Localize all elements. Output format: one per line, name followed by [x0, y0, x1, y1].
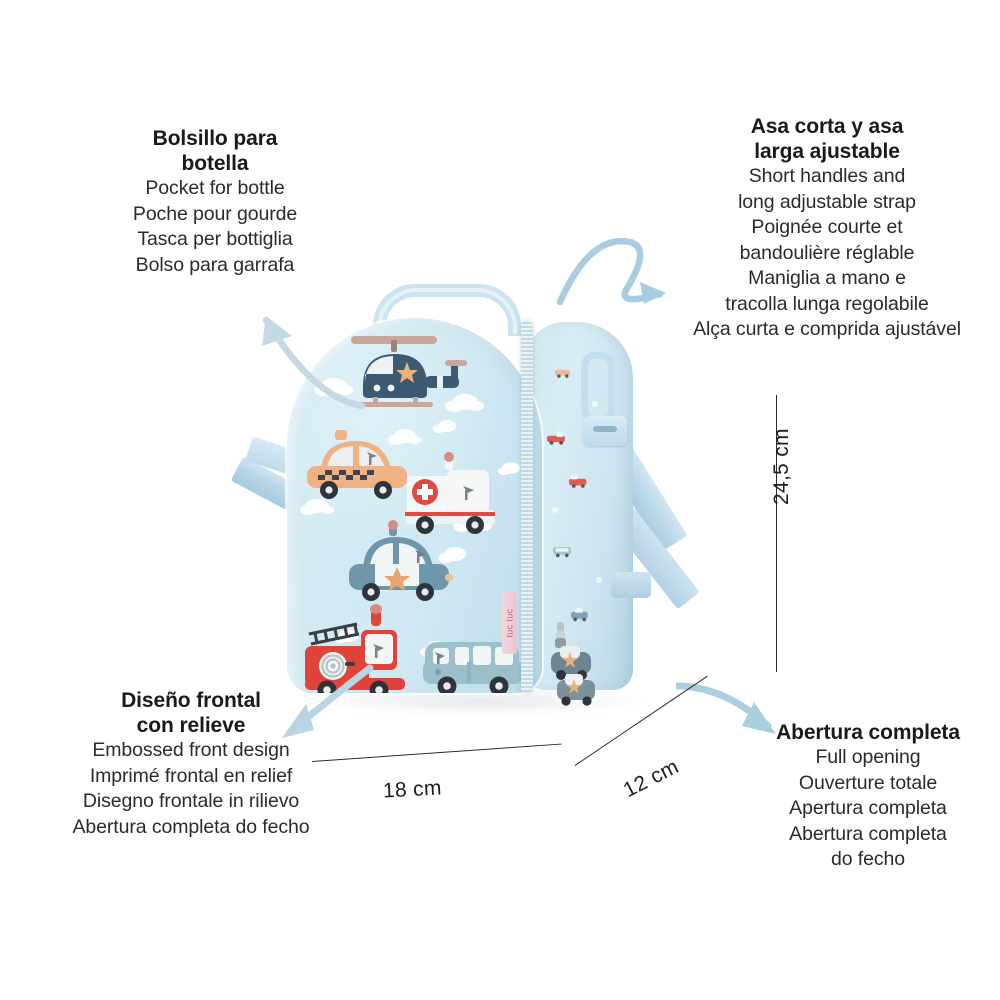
- callout-title: Diseño frontal con relieve: [121, 689, 261, 737]
- callout-full-opening: Abertura completa Full opening Ouverture…: [744, 720, 992, 873]
- dimension-label-height: 24,5 cm: [770, 428, 793, 505]
- callout-line: Full opening: [815, 746, 921, 768]
- brand-label: tuc tuc: [502, 592, 517, 654]
- vehicle-helicopter: [351, 336, 467, 407]
- callout-line: Disegno frontale in rilievo: [82, 790, 300, 812]
- callout-line: Imprimé frontal en relief: [89, 764, 293, 787]
- callout-embossed-front-design: Diseño frontal con relieve Embossed fron…: [46, 688, 336, 840]
- callout-line: Short handles and: [748, 165, 906, 187]
- callout-line: Ouverture totale: [798, 771, 938, 794]
- vehicle-police-car: [349, 520, 453, 601]
- arrow-to-bottle-pocket: [262, 316, 366, 410]
- callout-line: Abertura completa do fecho: [72, 815, 310, 838]
- brand-label-text: tuc tuc: [504, 608, 515, 638]
- vehicle-fire-truck: [305, 604, 405, 693]
- bag-front-face: [287, 318, 542, 693]
- strap-buckle-slot: [593, 426, 617, 432]
- strap-clip-ring: [581, 352, 615, 424]
- dimension-line-height: [776, 395, 778, 672]
- vehicle-ambulance: [405, 452, 495, 534]
- vehicle-bus: [423, 642, 523, 693]
- arrow-to-opening: [676, 682, 776, 734]
- arrow-to-handles: [556, 237, 666, 306]
- dimension-label-depth: 12 cm: [619, 754, 683, 803]
- callout-title: Abertura completa: [776, 721, 960, 744]
- zipper-track: [521, 320, 533, 692]
- dimension-label-width: 18 cm: [382, 776, 443, 803]
- callout-line: Abertura completa: [789, 822, 947, 845]
- ladder: [308, 622, 360, 646]
- arrow-to-front-design: [282, 664, 374, 738]
- callout-line: Embossed front design: [92, 739, 290, 761]
- callout-line: Pocket for bottle: [145, 177, 285, 199]
- callout-line: long adjustable strap: [738, 190, 916, 213]
- callout-title: Bolsillo para botella: [152, 127, 278, 175]
- callout-pocket-for-bottle: Bolsillo para botella Pocket for bottle …: [70, 126, 360, 278]
- zipper-charm: [551, 622, 595, 706]
- callout-line: tracolla lunga regolabile: [725, 292, 929, 315]
- callout-line: Poche pour gourde: [132, 202, 298, 225]
- callout-line: Bolso para garrafa: [135, 253, 295, 276]
- vehicle-taxi: [307, 430, 407, 499]
- front-print-artwork: [300, 336, 523, 693]
- strap-buckle-lower: [611, 572, 651, 598]
- callout-line: Tasca per bottiglia: [137, 228, 293, 250]
- callout-title: Asa corta y asa larga ajustable: [750, 115, 904, 163]
- callout-line: Alça curta e comprida ajustável: [693, 318, 961, 340]
- callout-line: Apertura completa: [789, 797, 947, 819]
- callout-line: bandoulière réglable: [739, 241, 915, 264]
- callout-handles-and-strap: Asa corta y asa larga ajustable Short ha…: [664, 114, 990, 343]
- product-image: tuc tuc: [225, 270, 730, 750]
- callout-line: Poignée courte et: [751, 216, 903, 238]
- callout-line: do fecho: [830, 848, 905, 870]
- callout-line: Maniglia a mano e: [748, 267, 906, 289]
- side-panel-print: [547, 369, 602, 622]
